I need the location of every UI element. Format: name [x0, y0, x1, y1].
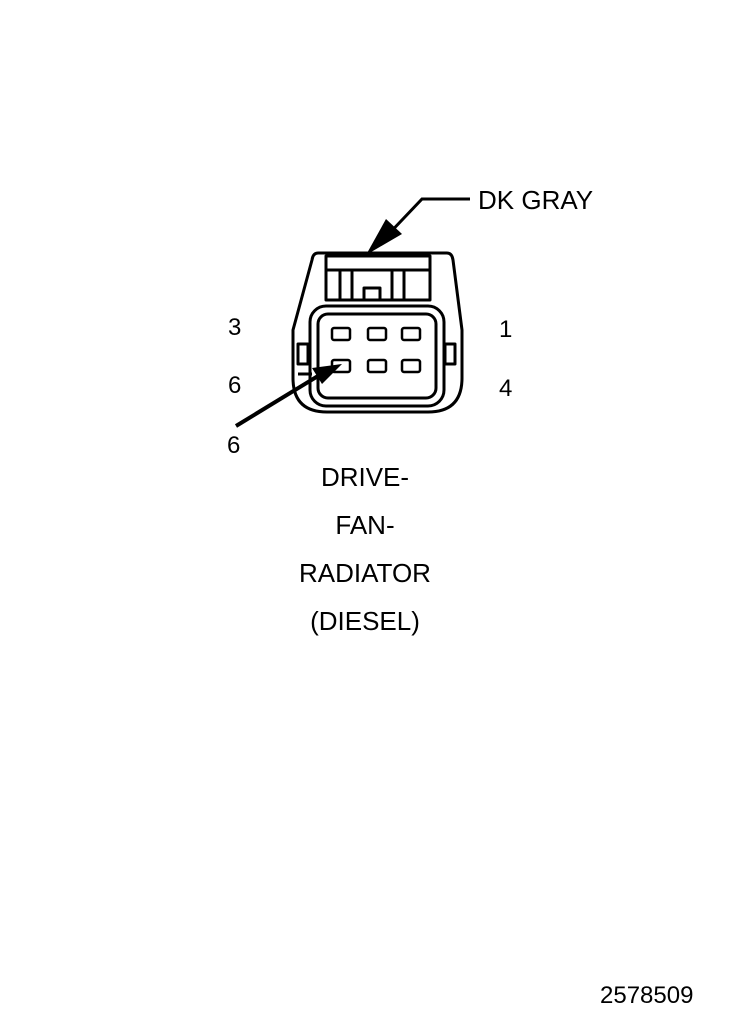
connector-name-line: DRIVE- — [320, 462, 410, 492]
pin-2 — [366, 326, 388, 342]
connector-name-line: FAN- — [335, 510, 395, 540]
pin-callout-arrowhead — [312, 364, 342, 384]
pin-4 — [400, 358, 422, 374]
pin-label-top-left: 3 — [228, 314, 242, 341]
pin-label-top-right: 1 — [499, 316, 513, 343]
connector-name-line: RADIATOR — [299, 558, 431, 588]
pin-callout-label: 6 — [227, 432, 241, 459]
pin-1 — [400, 326, 422, 342]
pin-label-bottom-right: 4 — [499, 375, 513, 402]
figure-id: 2578509 — [600, 982, 694, 1009]
pin-grid — [330, 326, 422, 374]
connector-housing — [291, 251, 464, 414]
color-label: DK GRAY — [478, 185, 594, 215]
pin-label-bottom-left: 6 — [228, 372, 242, 399]
connector-name: DRIVE- FAN- RADIATOR (DIESEL) — [250, 453, 480, 645]
pin-callout-line — [234, 374, 320, 428]
color-leader-arrowhead — [366, 219, 402, 255]
color-leader — [381, 197, 470, 242]
connector-name-line: (DIESEL) — [310, 606, 420, 636]
pin-3 — [330, 326, 352, 342]
pin-5 — [366, 358, 388, 374]
connector-cavity — [308, 304, 446, 408]
